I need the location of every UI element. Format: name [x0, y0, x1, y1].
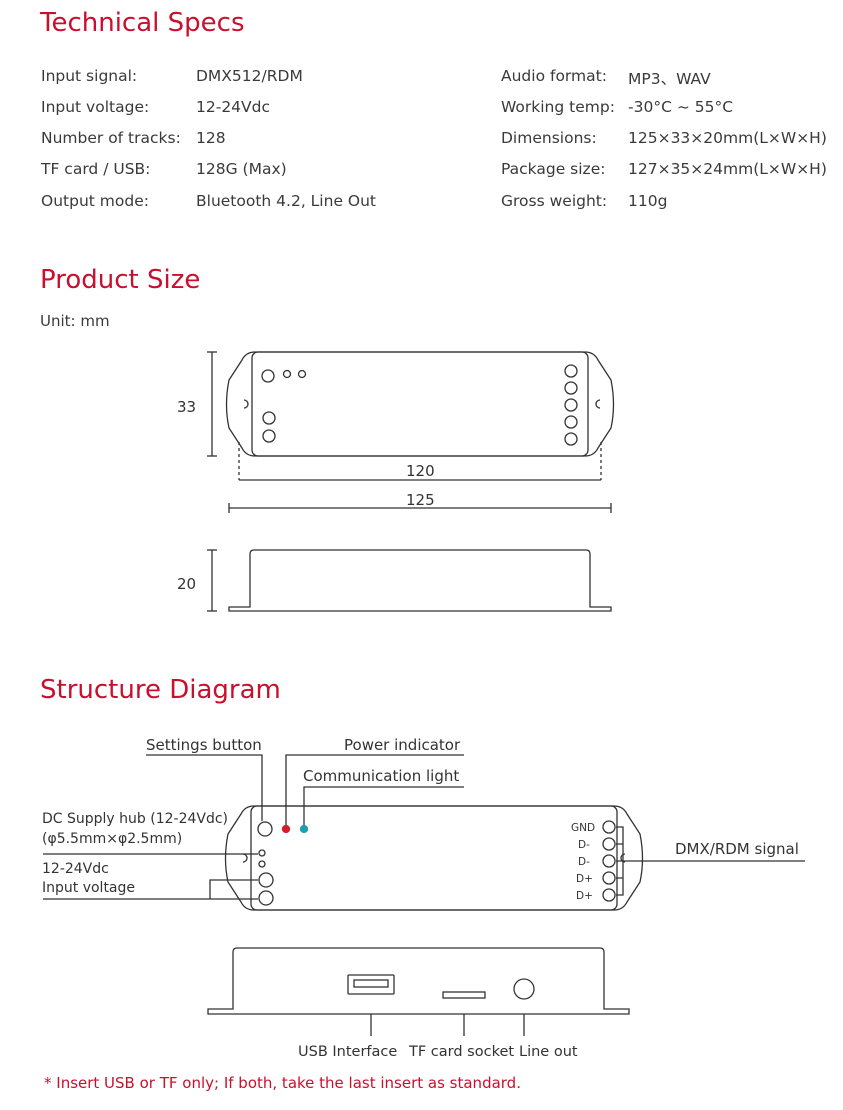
port-circle — [282, 369, 292, 379]
tf-slot-icon — [442, 991, 486, 999]
leader-input — [43, 879, 258, 900]
usb-port-inner — [353, 979, 389, 988]
product-size-drawing: 33 120 125 20 — [177, 351, 615, 612]
dc-hub-size-label: (φ5.5mm×φ2.5mm) — [42, 831, 182, 847]
dim-outer-width: 125 — [406, 491, 435, 509]
terminal-label: D- — [578, 839, 590, 851]
top-view-outline — [225, 351, 615, 457]
settings-button-icon[interactable] — [257, 821, 273, 837]
dc-hub-label: DC Supply hub (12-24Vdc) — [42, 811, 228, 827]
spec-label: Package size: — [501, 160, 606, 178]
input-voltage-label-2: Input voltage — [42, 880, 135, 896]
line-out-jack-icon — [513, 978, 535, 1000]
leader-power — [285, 754, 464, 825]
insert-note: * Insert USB or TF only; If both, take t… — [44, 1074, 521, 1092]
terminal-label: GND — [571, 822, 595, 834]
dim-height-side: 20 — [177, 575, 196, 593]
dim-height-top: 33 — [177, 398, 196, 416]
dmx-terminal-icon — [602, 837, 616, 851]
spec-value: MP3、WAV — [628, 70, 711, 88]
terminal-circle — [564, 364, 578, 378]
specs-title: Technical Specs — [40, 8, 245, 38]
dmx-signal-label: DMX/RDM signal — [675, 840, 799, 858]
port-circle — [261, 369, 275, 383]
terminal-label: D+ — [576, 873, 593, 885]
spec-value: DMX512/RDM — [196, 67, 303, 85]
spec-label: Input signal: — [41, 67, 138, 85]
terminal-label: D+ — [576, 890, 593, 902]
usb-port-icon — [347, 974, 395, 995]
terminal-circle — [564, 381, 578, 395]
terminal-circle — [564, 398, 578, 412]
dmx-bracket — [616, 826, 668, 896]
spec-value: 125×33×20mm(L×W×H) — [628, 129, 827, 147]
spec-value: 128 — [196, 129, 226, 147]
spec-label: Gross weight: — [501, 192, 608, 210]
spec-label: Output mode: — [41, 192, 149, 210]
spec-value: 110g — [628, 192, 668, 210]
power-led-icon — [281, 824, 291, 834]
usb-label: USB Interface — [298, 1044, 397, 1060]
terminal-circle — [564, 415, 578, 429]
unit-label: Unit: mm — [40, 312, 110, 330]
size-title: Product Size — [40, 265, 201, 295]
port-circle — [262, 429, 276, 443]
mount-hole-right — [620, 853, 626, 863]
spec-value: Bluetooth 4.2, Line Out — [196, 192, 377, 210]
spec-label: TF card / USB: — [41, 160, 151, 178]
comm-led-icon — [299, 824, 309, 834]
spec-value: 12-24Vdc — [196, 98, 271, 116]
structure-drawing: GND D- D- D+ D+ Settings button Power in… — [42, 736, 805, 1060]
terminal-label: D- — [578, 856, 590, 868]
line-out-label: Line out — [519, 1044, 578, 1060]
settings-button-label: Settings button — [146, 736, 262, 754]
side-view-outline — [228, 549, 612, 612]
spec-label: Dimensions: — [501, 129, 597, 147]
dc-jack-icon — [258, 860, 266, 868]
top-view-body — [251, 351, 589, 457]
spec-label: Input voltage: — [41, 98, 150, 116]
tf-label: TF card socket — [408, 1044, 514, 1060]
input-voltage-label: 12-24Vdc — [42, 861, 109, 877]
spec-value: -30°C ~ 55°C — [628, 98, 734, 116]
dc-jack-icon — [258, 849, 266, 857]
dmx-terminal-icon — [602, 888, 616, 902]
spec-label: Working temp: — [501, 98, 615, 116]
terminal-circle — [564, 432, 578, 446]
spec-label: Audio format: — [501, 67, 607, 85]
power-indicator-label: Power indicator — [344, 736, 461, 754]
device-top-outline — [224, 805, 644, 911]
device-side-outline — [207, 947, 630, 1015]
mount-hole-left — [243, 399, 249, 409]
device-top-body — [250, 805, 618, 911]
mount-hole-right — [595, 399, 601, 409]
port-circle — [297, 369, 307, 379]
structure-title: Structure Diagram — [40, 675, 281, 705]
dmx-terminal-icon — [602, 820, 616, 834]
dmx-terminal-icon — [602, 871, 616, 885]
spec-value: 128G (Max) — [196, 160, 287, 178]
leader-settings — [146, 754, 263, 821]
mount-hole-left — [242, 853, 248, 863]
spec-label: Number of tracks: — [41, 129, 181, 147]
communication-light-label: Communication light — [303, 767, 459, 785]
leader-comm — [303, 786, 464, 825]
port-circle — [262, 411, 276, 425]
spec-value: 127×35×24mm(L×W×H) — [628, 160, 827, 178]
dim-inner-width: 120 — [406, 462, 435, 480]
input-terminal-icon — [258, 890, 274, 906]
input-terminal-icon — [258, 872, 274, 888]
dmx-terminal-icon — [602, 854, 616, 868]
